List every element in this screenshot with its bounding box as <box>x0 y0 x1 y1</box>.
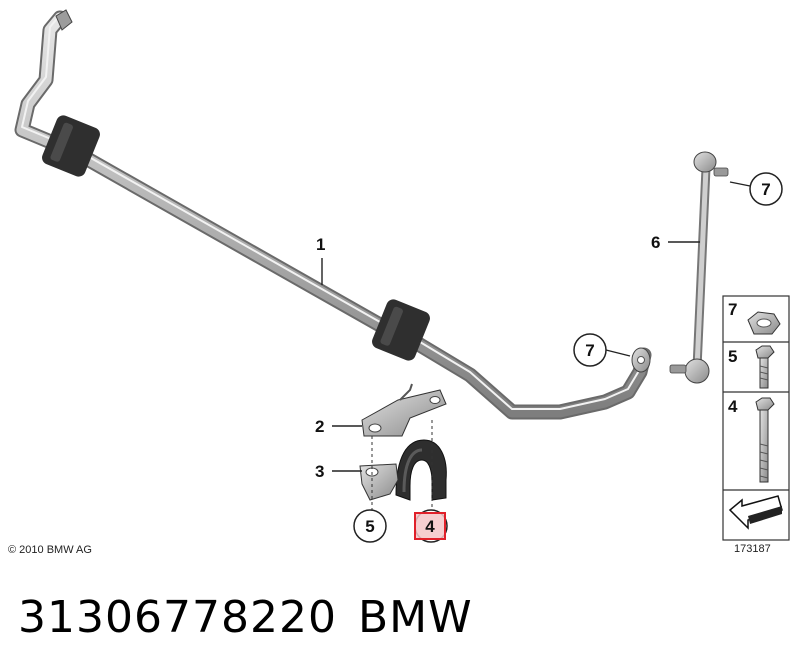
bar-mount-right <box>372 299 430 361</box>
bracket <box>361 383 447 437</box>
leader-7-bottom <box>605 349 631 357</box>
callout-3: 3 <box>315 462 324 481</box>
brand: BMW <box>358 592 473 643</box>
callout-5-label: 5 <box>365 517 374 536</box>
callout-1: 1 <box>316 235 325 254</box>
legend-label-7: 7 <box>728 300 737 319</box>
callout-5[interactable]: 5 <box>353 509 387 543</box>
callout-7-bottom[interactable]: 7 <box>573 333 607 367</box>
callout-4-highlighted[interactable]: 4 <box>414 509 448 543</box>
cut-arrow-icon <box>728 495 783 530</box>
legend-label-4: 4 <box>728 397 738 416</box>
callout-4-label: 4 <box>425 517 435 536</box>
callout-2: 2 <box>315 417 324 436</box>
copyright: © 2010 BMW AG <box>8 544 92 556</box>
stabilizer-link <box>669 151 729 384</box>
drawing-number: 173187 <box>734 543 771 555</box>
stabilizer-bar <box>14 9 652 420</box>
bar-mount-left <box>42 115 100 177</box>
callout-7-top[interactable]: 7 <box>749 172 783 206</box>
fastener-legend: 7 5 4 <box>722 295 790 541</box>
legend-label-5: 5 <box>728 347 737 366</box>
highlight-box <box>414 512 446 540</box>
part-number: 31306778220 <box>18 592 337 643</box>
leader-7-top <box>729 181 751 187</box>
rubber-mount <box>395 439 447 501</box>
long-bolt-icon <box>755 397 775 483</box>
collar-nut-icon <box>747 311 781 335</box>
bracket-small <box>359 463 399 501</box>
callout-7-top-label: 7 <box>761 180 770 199</box>
short-bolt-icon <box>755 345 775 389</box>
callout-7-bottom-label: 7 <box>585 341 594 360</box>
callout-6: 6 <box>651 233 660 252</box>
